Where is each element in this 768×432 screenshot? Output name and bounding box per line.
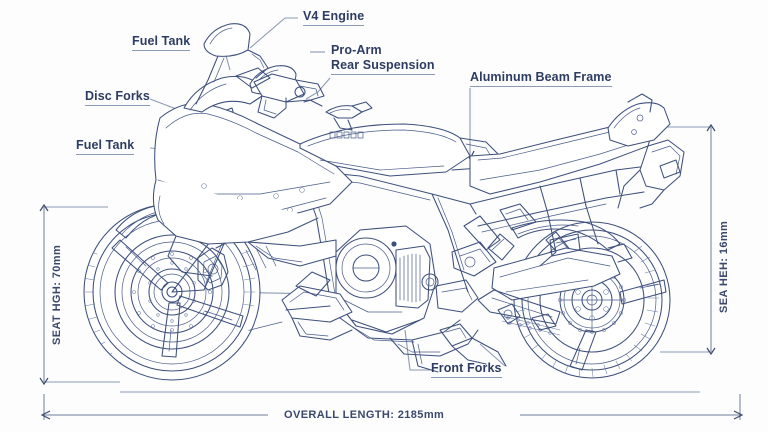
- seat-and-tail: [469, 93, 685, 209]
- rear-wheel-assembly: [501, 221, 671, 379]
- dimension-lines: [39, 123, 744, 420]
- pro-arm-line-1: Pro-Arm: [331, 43, 382, 57]
- lower-contour-lines: [249, 271, 353, 341]
- front-fairing: [152, 75, 353, 323]
- callout-label-front-forks: Front Forks: [431, 361, 502, 378]
- handlebar-and-controls: [195, 23, 325, 119]
- honda-wing-logo: [325, 101, 373, 139]
- callout-label-v4-engine: V4 Engine: [303, 9, 365, 26]
- callout-label-pro-arm-rear-suspension: Pro-Arm Rear Suspension: [331, 43, 435, 75]
- callout-label-fuel-tank-lower: Fuel Tank: [76, 138, 135, 155]
- dimension-seat-height-right: SEA HEH: 16mm: [718, 220, 730, 313]
- pro-arm-line-2: Rear Suspension: [331, 58, 435, 72]
- callout-label-disc-forks: Disc Forks: [85, 89, 150, 106]
- dimension-overall-length: OVERALL LENGTH: 2185mm: [284, 409, 445, 421]
- footpeg-and-stand: [411, 323, 507, 373]
- rear-fender: [499, 203, 621, 251]
- callout-label-fuel-tank-upper: Fuel Tank: [132, 34, 191, 51]
- fuel-tank: [299, 123, 501, 177]
- v4-engine-block: [335, 225, 497, 357]
- swingarm-and-exhaust: [463, 215, 633, 331]
- callout-label-aluminum-beam-frame: Aluminum Beam Frame: [470, 70, 612, 87]
- dimension-seat-height-left: SEAT HGH: 70mm: [51, 244, 63, 345]
